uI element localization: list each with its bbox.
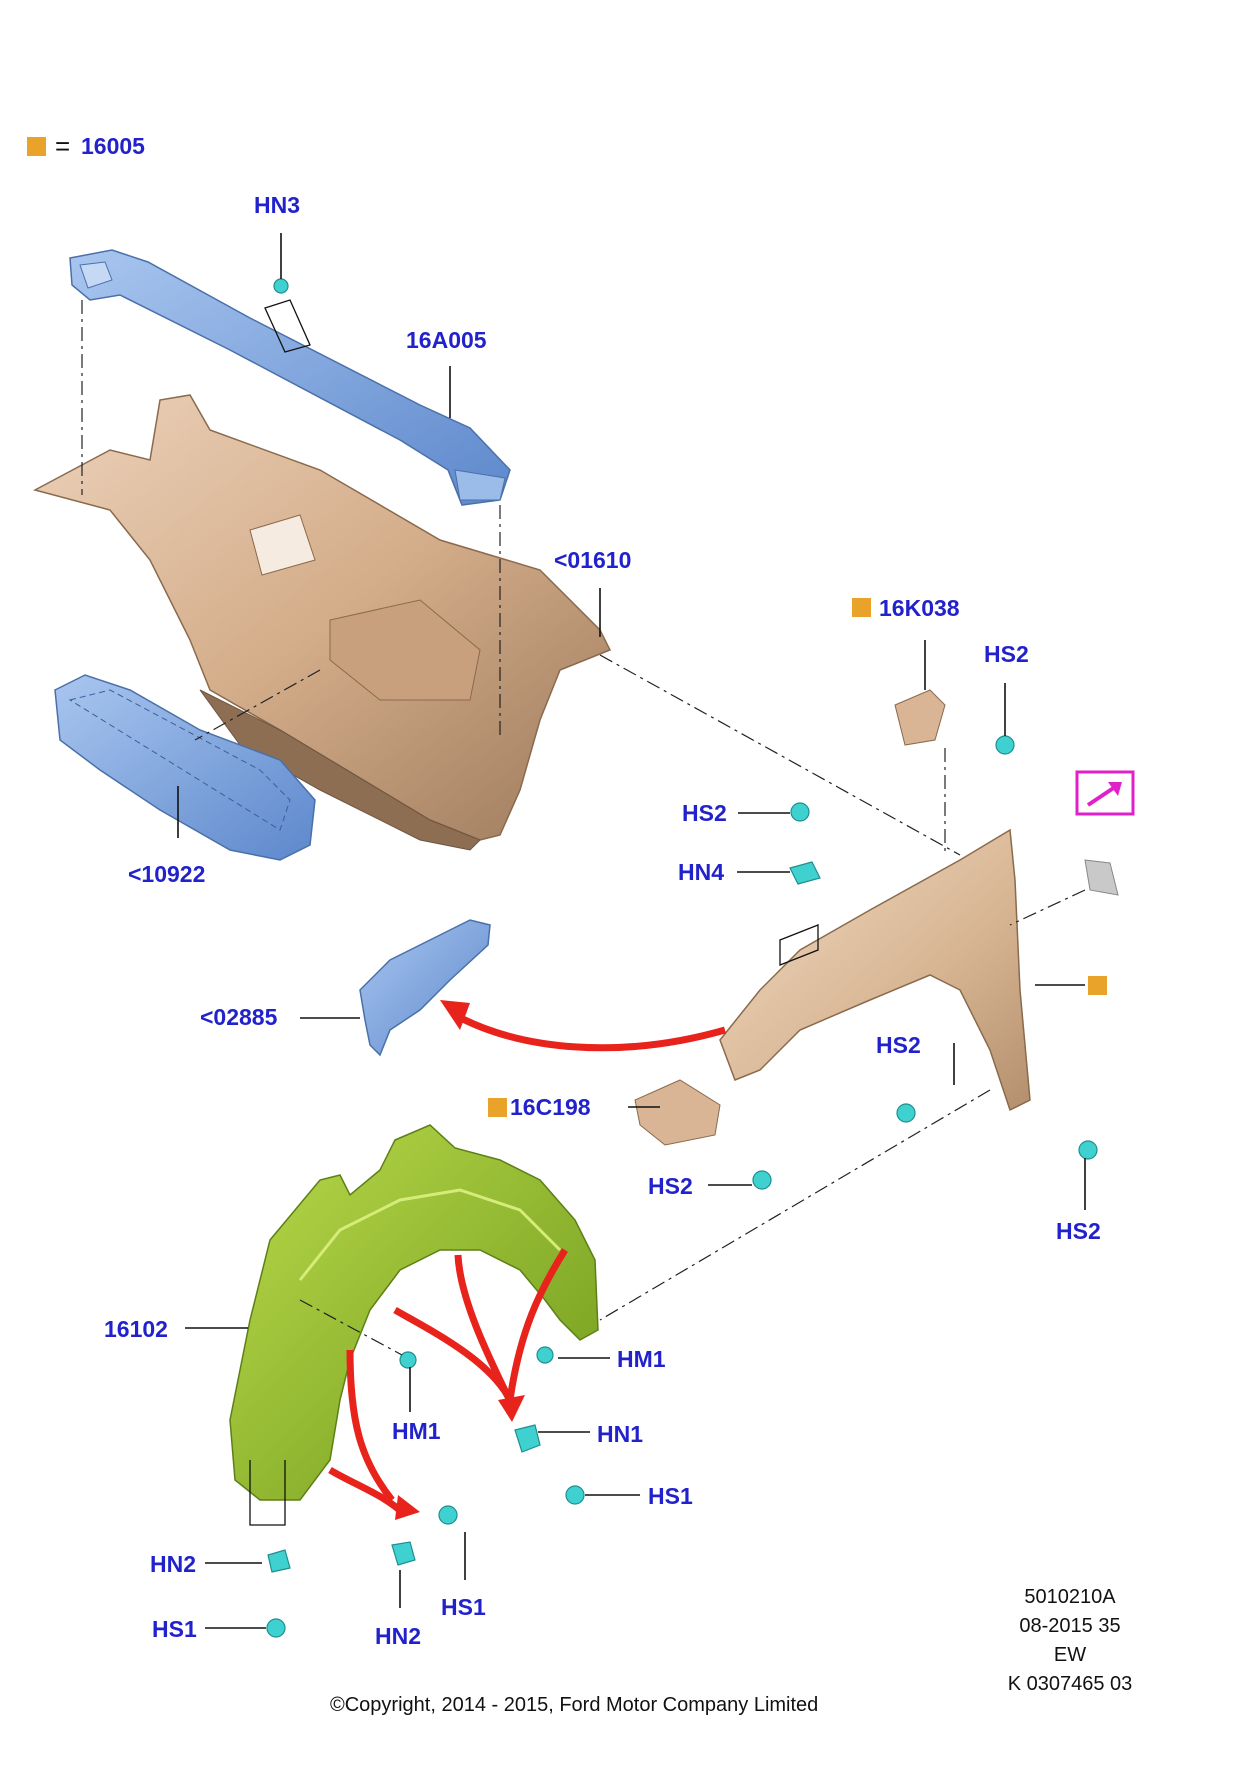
link-arrow-icon[interactable] bbox=[1075, 770, 1135, 816]
part-16102-liner bbox=[229, 1124, 599, 1501]
arrow-liner-c bbox=[506, 1248, 568, 1401]
red-arrowheads bbox=[395, 1000, 525, 1520]
part-16a005 bbox=[69, 249, 511, 506]
arrow-liner-b bbox=[454, 1254, 516, 1407]
label-16102[interactable]: 16102 bbox=[104, 1316, 168, 1342]
arrow-liner-e bbox=[328, 1466, 408, 1518]
part-01610 bbox=[32, 394, 612, 851]
part-16005-fender bbox=[719, 828, 1031, 1112]
fastener-hm1-a bbox=[536, 1346, 554, 1364]
fastener-hn2-a bbox=[267, 1549, 291, 1573]
copyright-text: ©Copyright, 2014 - 2015, Ford Motor Comp… bbox=[330, 1694, 819, 1716]
marker-fender bbox=[1088, 976, 1107, 995]
fastener-hs2-e bbox=[1078, 1140, 1098, 1160]
label-hn3[interactable]: HN3 bbox=[254, 192, 301, 218]
label-hs1-a[interactable]: HS1 bbox=[648, 1483, 693, 1509]
label-hs1-b[interactable]: HS1 bbox=[152, 1616, 197, 1642]
bracket-lines bbox=[249, 299, 819, 1526]
marker-16c198 bbox=[488, 1098, 507, 1117]
label-hs2-a[interactable]: HS2 bbox=[984, 641, 1029, 667]
label-hn2-a[interactable]: HN2 bbox=[150, 1551, 197, 1577]
label-hs2-d[interactable]: HS2 bbox=[648, 1173, 693, 1199]
label-10922[interactable]: <10922 bbox=[128, 861, 206, 887]
part-10922 bbox=[54, 674, 316, 861]
drawing-ref: K 0307465 03 bbox=[1007, 1673, 1133, 1695]
fastener-hs2-c bbox=[896, 1103, 916, 1123]
marker-16k038 bbox=[852, 598, 871, 617]
label-16c198[interactable]: 16C198 bbox=[510, 1094, 591, 1120]
arrow-to-02885 bbox=[453, 1011, 726, 1052]
alignment-lines bbox=[81, 300, 1086, 1356]
fastener-hs1-b bbox=[266, 1618, 286, 1638]
fastener-hs2-d bbox=[752, 1170, 772, 1190]
part-16c198 bbox=[634, 1079, 721, 1146]
label-hm1-a[interactable]: HM1 bbox=[617, 1346, 666, 1372]
part-02885 bbox=[359, 919, 491, 1057]
label-hs2-e[interactable]: HS2 bbox=[1056, 1218, 1101, 1244]
fastener-hm1-b bbox=[399, 1351, 417, 1369]
label-hs2-c[interactable]: HS2 bbox=[876, 1032, 921, 1058]
label-hn2-b[interactable]: HN2 bbox=[375, 1623, 422, 1649]
label-16k038[interactable]: 16K038 bbox=[879, 595, 960, 621]
fasteners bbox=[266, 278, 1098, 1638]
fastener-hs2-b bbox=[790, 802, 810, 822]
fastener-hn2-b bbox=[391, 1541, 416, 1566]
legend-code[interactable]: 16005 bbox=[81, 133, 145, 159]
legend-marker bbox=[27, 137, 46, 156]
drawing-info: 5010210A 08-2015 35 EW K 0307465 03 bbox=[1000, 1583, 1140, 1699]
fastener-hn3 bbox=[273, 278, 289, 294]
fastener-hs1-a bbox=[565, 1485, 585, 1505]
label-16a005[interactable]: 16A005 bbox=[406, 327, 487, 353]
leader-lines bbox=[177, 233, 1086, 1629]
label-02885[interactable]: <02885 bbox=[200, 1004, 278, 1030]
label-hs2-b[interactable]: HS2 bbox=[682, 800, 727, 826]
drawing-code: 5010210A bbox=[1024, 1586, 1116, 1608]
fastener-hs2-a bbox=[995, 735, 1015, 755]
label-hn1[interactable]: HN1 bbox=[597, 1421, 644, 1447]
label-hm1-b[interactable]: HM1 bbox=[392, 1418, 441, 1444]
label-01610[interactable]: <01610 bbox=[554, 547, 632, 573]
drawing-region: EW bbox=[1053, 1644, 1087, 1666]
part-clip-right bbox=[1084, 859, 1119, 896]
part-16k038 bbox=[894, 689, 946, 746]
fastener-hs1-c bbox=[438, 1505, 458, 1525]
legend-equals: = bbox=[55, 131, 71, 161]
drawing-date: 08-2015 35 bbox=[1019, 1615, 1121, 1637]
fastener-hn4 bbox=[789, 861, 821, 885]
label-hs1-c[interactable]: HS1 bbox=[441, 1594, 486, 1620]
arrow-liner-d bbox=[346, 1349, 395, 1503]
fastener-hn1 bbox=[514, 1424, 541, 1453]
label-hn4[interactable]: HN4 bbox=[678, 859, 725, 885]
